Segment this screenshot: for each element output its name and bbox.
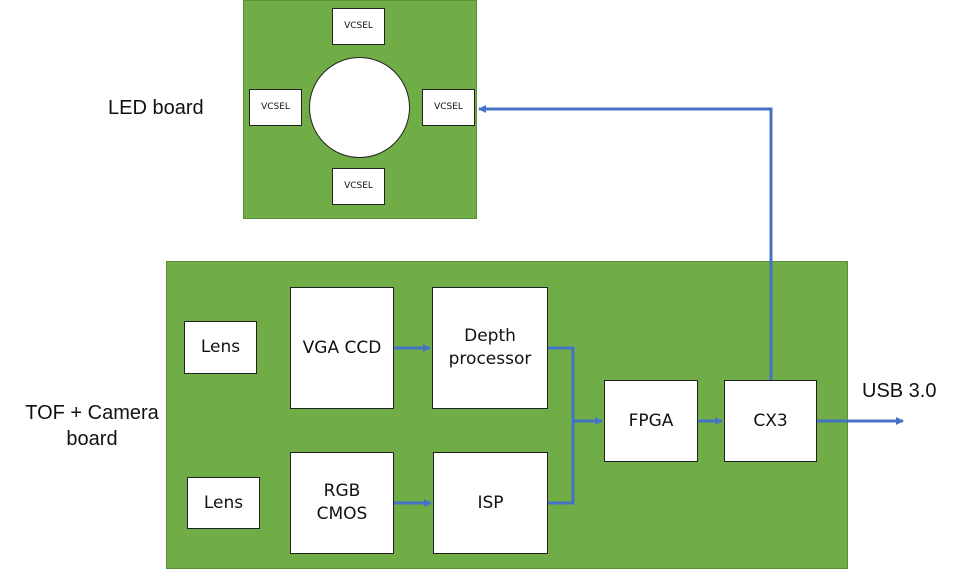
vcsel-left: VCSEL: [249, 89, 302, 126]
isp-block: ISP: [433, 452, 548, 554]
cx3-block: CX3: [724, 380, 817, 462]
vcsel-right: VCSEL: [422, 89, 475, 126]
rgb-cmos-line1: RGB: [323, 481, 361, 502]
depth-processor-line1: Depth: [464, 326, 516, 347]
depth-processor-block: Depth processor: [432, 287, 548, 409]
vga-ccd-block: VGA CCD: [290, 287, 394, 409]
camera-board-label-line1: TOF + Camera: [25, 402, 159, 424]
vcsel-bottom: VCSEL: [332, 168, 385, 205]
depth-processor-line2: processor: [448, 349, 532, 369]
lens-bottom: Lens: [187, 477, 260, 529]
led-lens-aperture: [309, 57, 410, 158]
led-board: VCSEL VCSEL VCSEL VCSEL: [243, 0, 477, 219]
camera-board-label: TOF + Camera board: [12, 400, 172, 452]
lens-top: Lens: [184, 321, 257, 374]
rgb-cmos-block: RGB CMOS: [290, 452, 394, 554]
rgb-cmos-line2: CMOS: [316, 504, 368, 524]
vcsel-top: VCSEL: [332, 8, 385, 45]
led-board-label: LED board: [108, 97, 204, 119]
camera-board-label-line2: board: [66, 428, 118, 450]
fpga-block: FPGA: [604, 380, 698, 462]
usb-output-label: USB 3.0: [862, 380, 937, 402]
